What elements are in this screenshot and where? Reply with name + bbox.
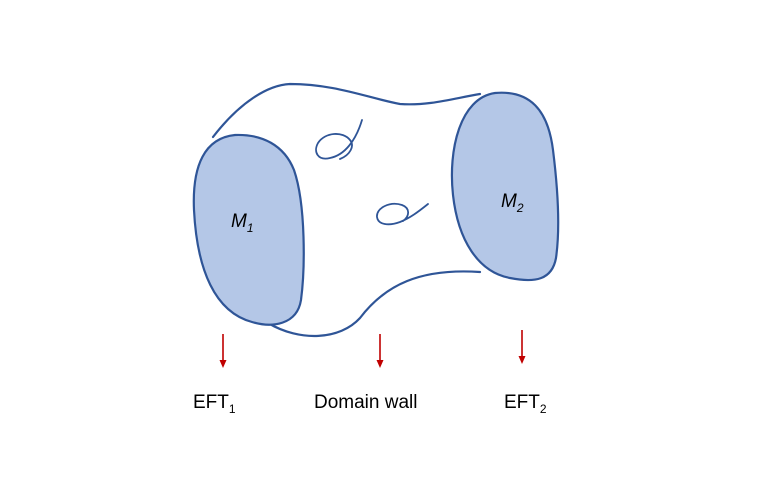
- label-eft1-text: EFT: [193, 392, 229, 413]
- boundary-m2-symbol: M: [501, 191, 517, 212]
- manifold-upper-edge: [211, 82, 482, 139]
- arrow-middle: [376, 334, 384, 368]
- manifold-lower-edge: [266, 270, 482, 338]
- handle-upper: [315, 119, 363, 160]
- boundary-m2-label: M2: [501, 191, 524, 215]
- boundary-m1: [192, 133, 305, 326]
- boundary-m2-subscript: 2: [516, 201, 524, 215]
- boundary-m1-subscript: 1: [247, 221, 254, 235]
- boundary-m2: [450, 91, 560, 282]
- arrow-left: [219, 334, 227, 368]
- handle-lower: [376, 203, 429, 226]
- label-eft2-subscript: 2: [540, 402, 547, 416]
- arrow-right: [518, 330, 526, 364]
- label-eft1: EFT1: [193, 392, 236, 416]
- boundary-m1-symbol: M: [231, 211, 247, 232]
- label-eft2: EFT2: [504, 392, 547, 416]
- label-eft2-text: EFT: [504, 392, 540, 413]
- boundary-m1-label: M1: [231, 211, 254, 235]
- label-eft1-subscript: 1: [229, 402, 236, 416]
- label-domain-wall: Domain wall: [314, 392, 417, 413]
